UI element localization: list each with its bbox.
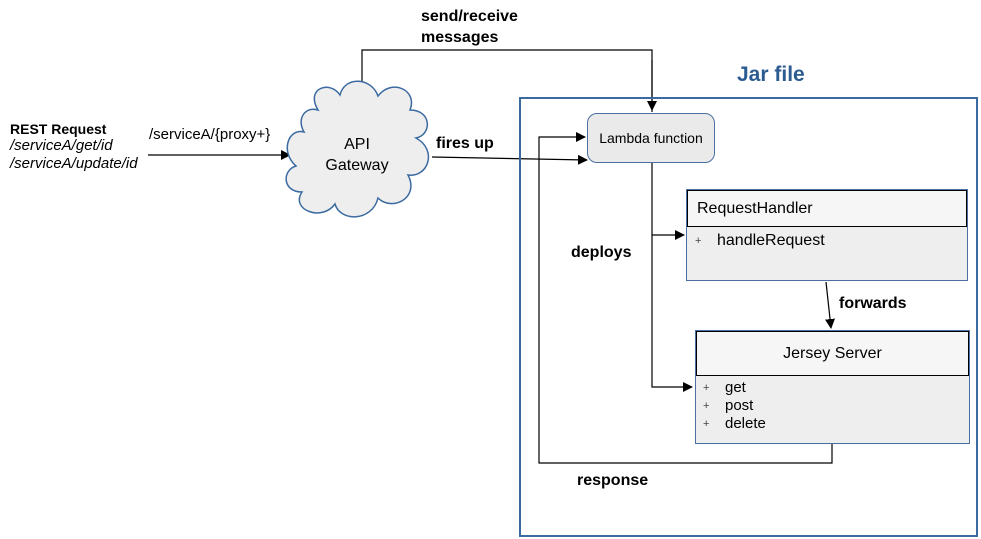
send-receive-label: send/receive messages [421,6,518,48]
response-connector [538,132,833,464]
response-label: response [577,472,649,489]
jersey-method-post: + post [703,397,753,414]
fires-up-label: fires up [436,135,494,152]
send-receive-line2: messages [421,29,499,46]
rest-request-block: REST Request /serviceA/get/id /serviceA/… [10,121,138,173]
request-handler-name: RequestHandler [687,190,967,227]
api-gateway-line1: API [344,136,370,153]
request-handler-class: RequestHandler + handleRequest [686,189,968,281]
jar-file-frame [519,97,978,537]
public-marker: + [695,235,702,247]
deploys-connector [651,163,693,392]
jar-file-title: Jar file [737,63,805,86]
method-name: delete [725,415,766,432]
public-marker: + [703,399,710,412]
rest-request-title: REST Request [10,121,107,137]
method-name: handleRequest [717,232,825,249]
api-gateway-line2: Gateway [325,157,389,174]
rest-path-get: /serviceA/get/id [10,137,113,154]
api-gateway-cloud [285,80,430,218]
request-handler-method: + handleRequest [695,232,825,250]
fires-up-connector [431,154,588,165]
public-marker: + [703,417,710,430]
method-name: get [725,379,746,396]
jersey-server-name: Jersey Server [696,331,969,376]
send-receive-line1: send/receive [421,8,518,25]
jersey-method-delete: + delete [703,415,766,432]
public-marker: + [703,381,710,394]
api-gateway-label: API Gateway [312,134,402,176]
deploys-label: deploys [571,244,632,261]
jersey-server-class: Jersey Server + get + post + delete [695,330,970,444]
lambda-function-node: Lambda function [587,113,715,163]
rest-path-update: /serviceA/update/id [10,155,138,172]
proxy-path-label: /serviceA/{proxy+} [149,126,271,143]
forwards-connector [825,281,835,329]
lambda-function-label: Lambda function [599,130,703,146]
forwards-label: forwards [839,295,907,312]
jersey-method-get: + get [703,379,746,396]
method-name: post [725,397,754,414]
